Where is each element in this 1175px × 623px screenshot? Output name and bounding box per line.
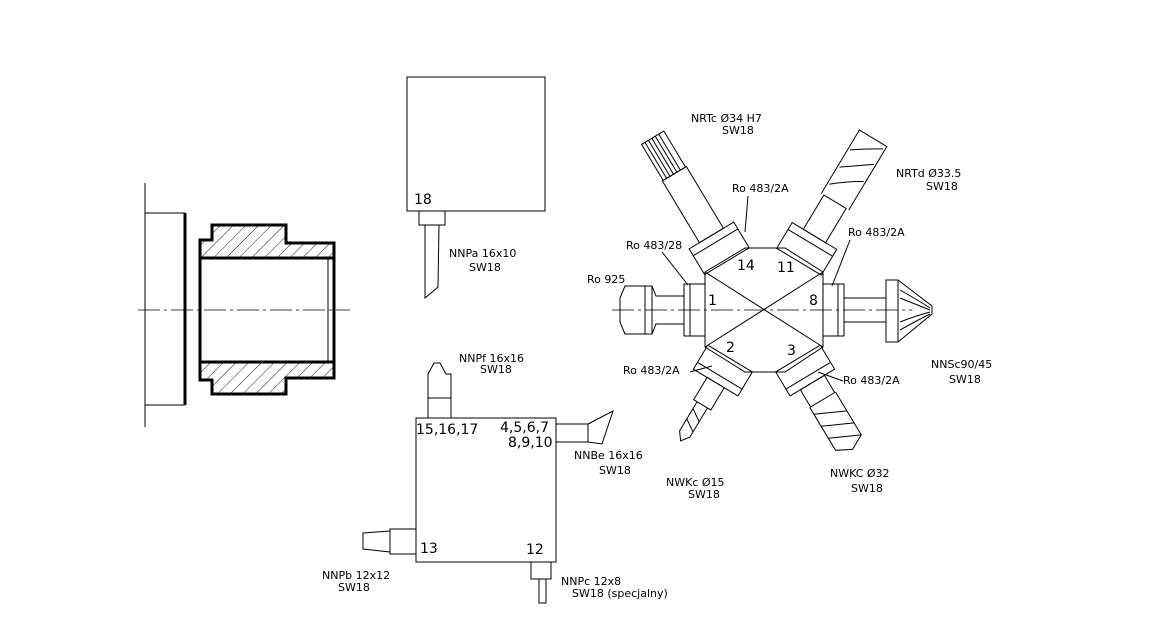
station-8-10-label: 8,9,10 bbox=[508, 435, 553, 451]
ro-925-label: Ro 925 bbox=[587, 273, 625, 286]
ro-483-2a-top-leader bbox=[744, 195, 749, 233]
ro-483-2a-right-label: Ro 483/2A bbox=[848, 226, 905, 239]
nnbe-shank bbox=[555, 423, 589, 443]
nnbe-label-line1: NNBe 16x16 bbox=[574, 449, 643, 462]
upper-block-body bbox=[406, 76, 546, 212]
station-13-label: 13 bbox=[420, 541, 438, 557]
ro-483-28-leader bbox=[661, 251, 689, 286]
station-2-assembly bbox=[679, 344, 754, 442]
nnsc-flutes bbox=[899, 289, 931, 331]
nrtd-flutes bbox=[829, 148, 884, 185]
ro-483-2a-bottom-left-leader bbox=[689, 365, 713, 373]
station-15-17-label: 15,16,17 bbox=[416, 422, 478, 438]
nrtd-body bbox=[820, 129, 888, 211]
nnpc-tool bbox=[538, 579, 547, 604]
hex-diagonal-b bbox=[704, 271, 824, 348]
station-12-label: 12 bbox=[526, 542, 544, 558]
nwkc32-drill bbox=[809, 391, 862, 451]
nrtc-flutes bbox=[644, 133, 681, 179]
nwkc15-flutes bbox=[686, 408, 700, 433]
ro-483-2a-right-leader bbox=[831, 239, 851, 287]
nnpc-label-line1: NNPc 12x8 bbox=[561, 575, 621, 588]
station-3-assembly bbox=[774, 344, 862, 451]
station-11-assembly bbox=[775, 129, 888, 276]
ro-483-2a-bottom-left-label: Ro 483/2A bbox=[623, 364, 680, 377]
nnsc-body bbox=[885, 279, 899, 343]
nwkc32-flutes bbox=[813, 410, 862, 439]
lower-block-body bbox=[415, 417, 557, 563]
nnpf-tool bbox=[427, 362, 452, 418]
holder-station-2-ring bbox=[697, 361, 743, 390]
nnbe-label-line2: SW18 bbox=[599, 464, 631, 477]
holder-station-8 bbox=[822, 283, 845, 337]
holder-station-11-ring bbox=[787, 229, 833, 257]
holder-station-1 bbox=[683, 283, 706, 337]
holder-station-14-ring bbox=[693, 228, 739, 257]
nnsc-label-line2: SW18 bbox=[949, 373, 981, 386]
nnsc-label-line1: NNSc90/45 bbox=[931, 358, 992, 371]
nwkc15-label-line1: NWKc Ø15 bbox=[666, 476, 725, 489]
nnpc-label-line2: SW18 (specjalny) bbox=[572, 587, 668, 600]
upper-turret-block: 18 NNPa 16x10 SW18 bbox=[406, 76, 546, 300]
nrtd-label-line2: SW18 bbox=[926, 180, 958, 193]
nnsc-cone bbox=[897, 279, 933, 343]
station-3-label: 3 bbox=[787, 343, 796, 359]
ro-483-2a-top-label: Ro 483/2A bbox=[732, 182, 789, 195]
ro-483-28-label: Ro 483/28 bbox=[626, 239, 682, 252]
nnpb-tool bbox=[362, 530, 391, 553]
nrtd-label-line1: NRTd Ø33.5 bbox=[896, 167, 961, 180]
nnpf-label-line1: NNPf 16x16 bbox=[459, 352, 524, 365]
nwkc15-label-line2: SW18 bbox=[688, 488, 720, 501]
nnpa-shank bbox=[418, 210, 446, 226]
nrtc-reamer bbox=[640, 130, 687, 182]
workpiece-section bbox=[138, 183, 350, 427]
nnpa-label-line1: NNPa 16x10 bbox=[449, 247, 516, 260]
nrtd-shank bbox=[802, 194, 847, 244]
nwkc15-drill bbox=[679, 401, 708, 442]
station-4-7-label: 4,5,6,7 bbox=[500, 420, 549, 436]
lower-turret-block: 15,16,17 4,5,6,7 8,9,10 13 12 NNPf 16x16… bbox=[322, 352, 668, 604]
station-1-label: 1 bbox=[708, 293, 717, 309]
nrtc-label-line2: SW18 bbox=[722, 124, 754, 137]
nnpb-label-line1: NNPb 12x12 bbox=[322, 569, 390, 582]
nnpa-label-line2: SW18 bbox=[469, 261, 501, 274]
station-18-label: 18 bbox=[414, 192, 432, 208]
workpiece-lower-wall bbox=[198, 360, 336, 396]
nrtc-shank bbox=[661, 165, 725, 244]
station-2-label: 2 bbox=[726, 340, 735, 356]
nnpc-shank bbox=[530, 561, 552, 580]
holder-station-3 bbox=[774, 344, 836, 397]
ro-483-2a-bottom-right-leader bbox=[817, 371, 844, 382]
workpiece-upper-wall bbox=[198, 223, 336, 260]
ro-925-tool bbox=[619, 285, 684, 335]
nnbe-tool bbox=[587, 409, 614, 445]
nnpb-label-line2: SW18 bbox=[338, 581, 370, 594]
ro-483-2a-bottom-right-label: Ro 483/2A bbox=[843, 374, 900, 387]
nwkc32-shank bbox=[799, 374, 836, 408]
station-11-label: 11 bbox=[777, 260, 795, 276]
nrtc-label-line1: NRTc Ø34 H7 bbox=[691, 112, 762, 125]
station-14-assembly bbox=[640, 130, 750, 276]
nnpa-tool bbox=[424, 224, 440, 300]
station-14-label: 14 bbox=[737, 258, 755, 274]
nwkc15-shank bbox=[692, 376, 725, 411]
hexagon-turret: 14 11 1 8 2 3 Ro 925 Ro 483/28 Ro 483/2A… bbox=[587, 112, 992, 501]
nnpf-label-line2: SW18 bbox=[480, 363, 512, 376]
nnpb-shank bbox=[389, 528, 417, 555]
station-8-label: 8 bbox=[809, 293, 818, 309]
holder-station-3-ring bbox=[785, 361, 831, 390]
nwkc32-label-line2: SW18 bbox=[851, 482, 883, 495]
nwkc32-label-line1: NWKC Ø32 bbox=[830, 467, 890, 480]
